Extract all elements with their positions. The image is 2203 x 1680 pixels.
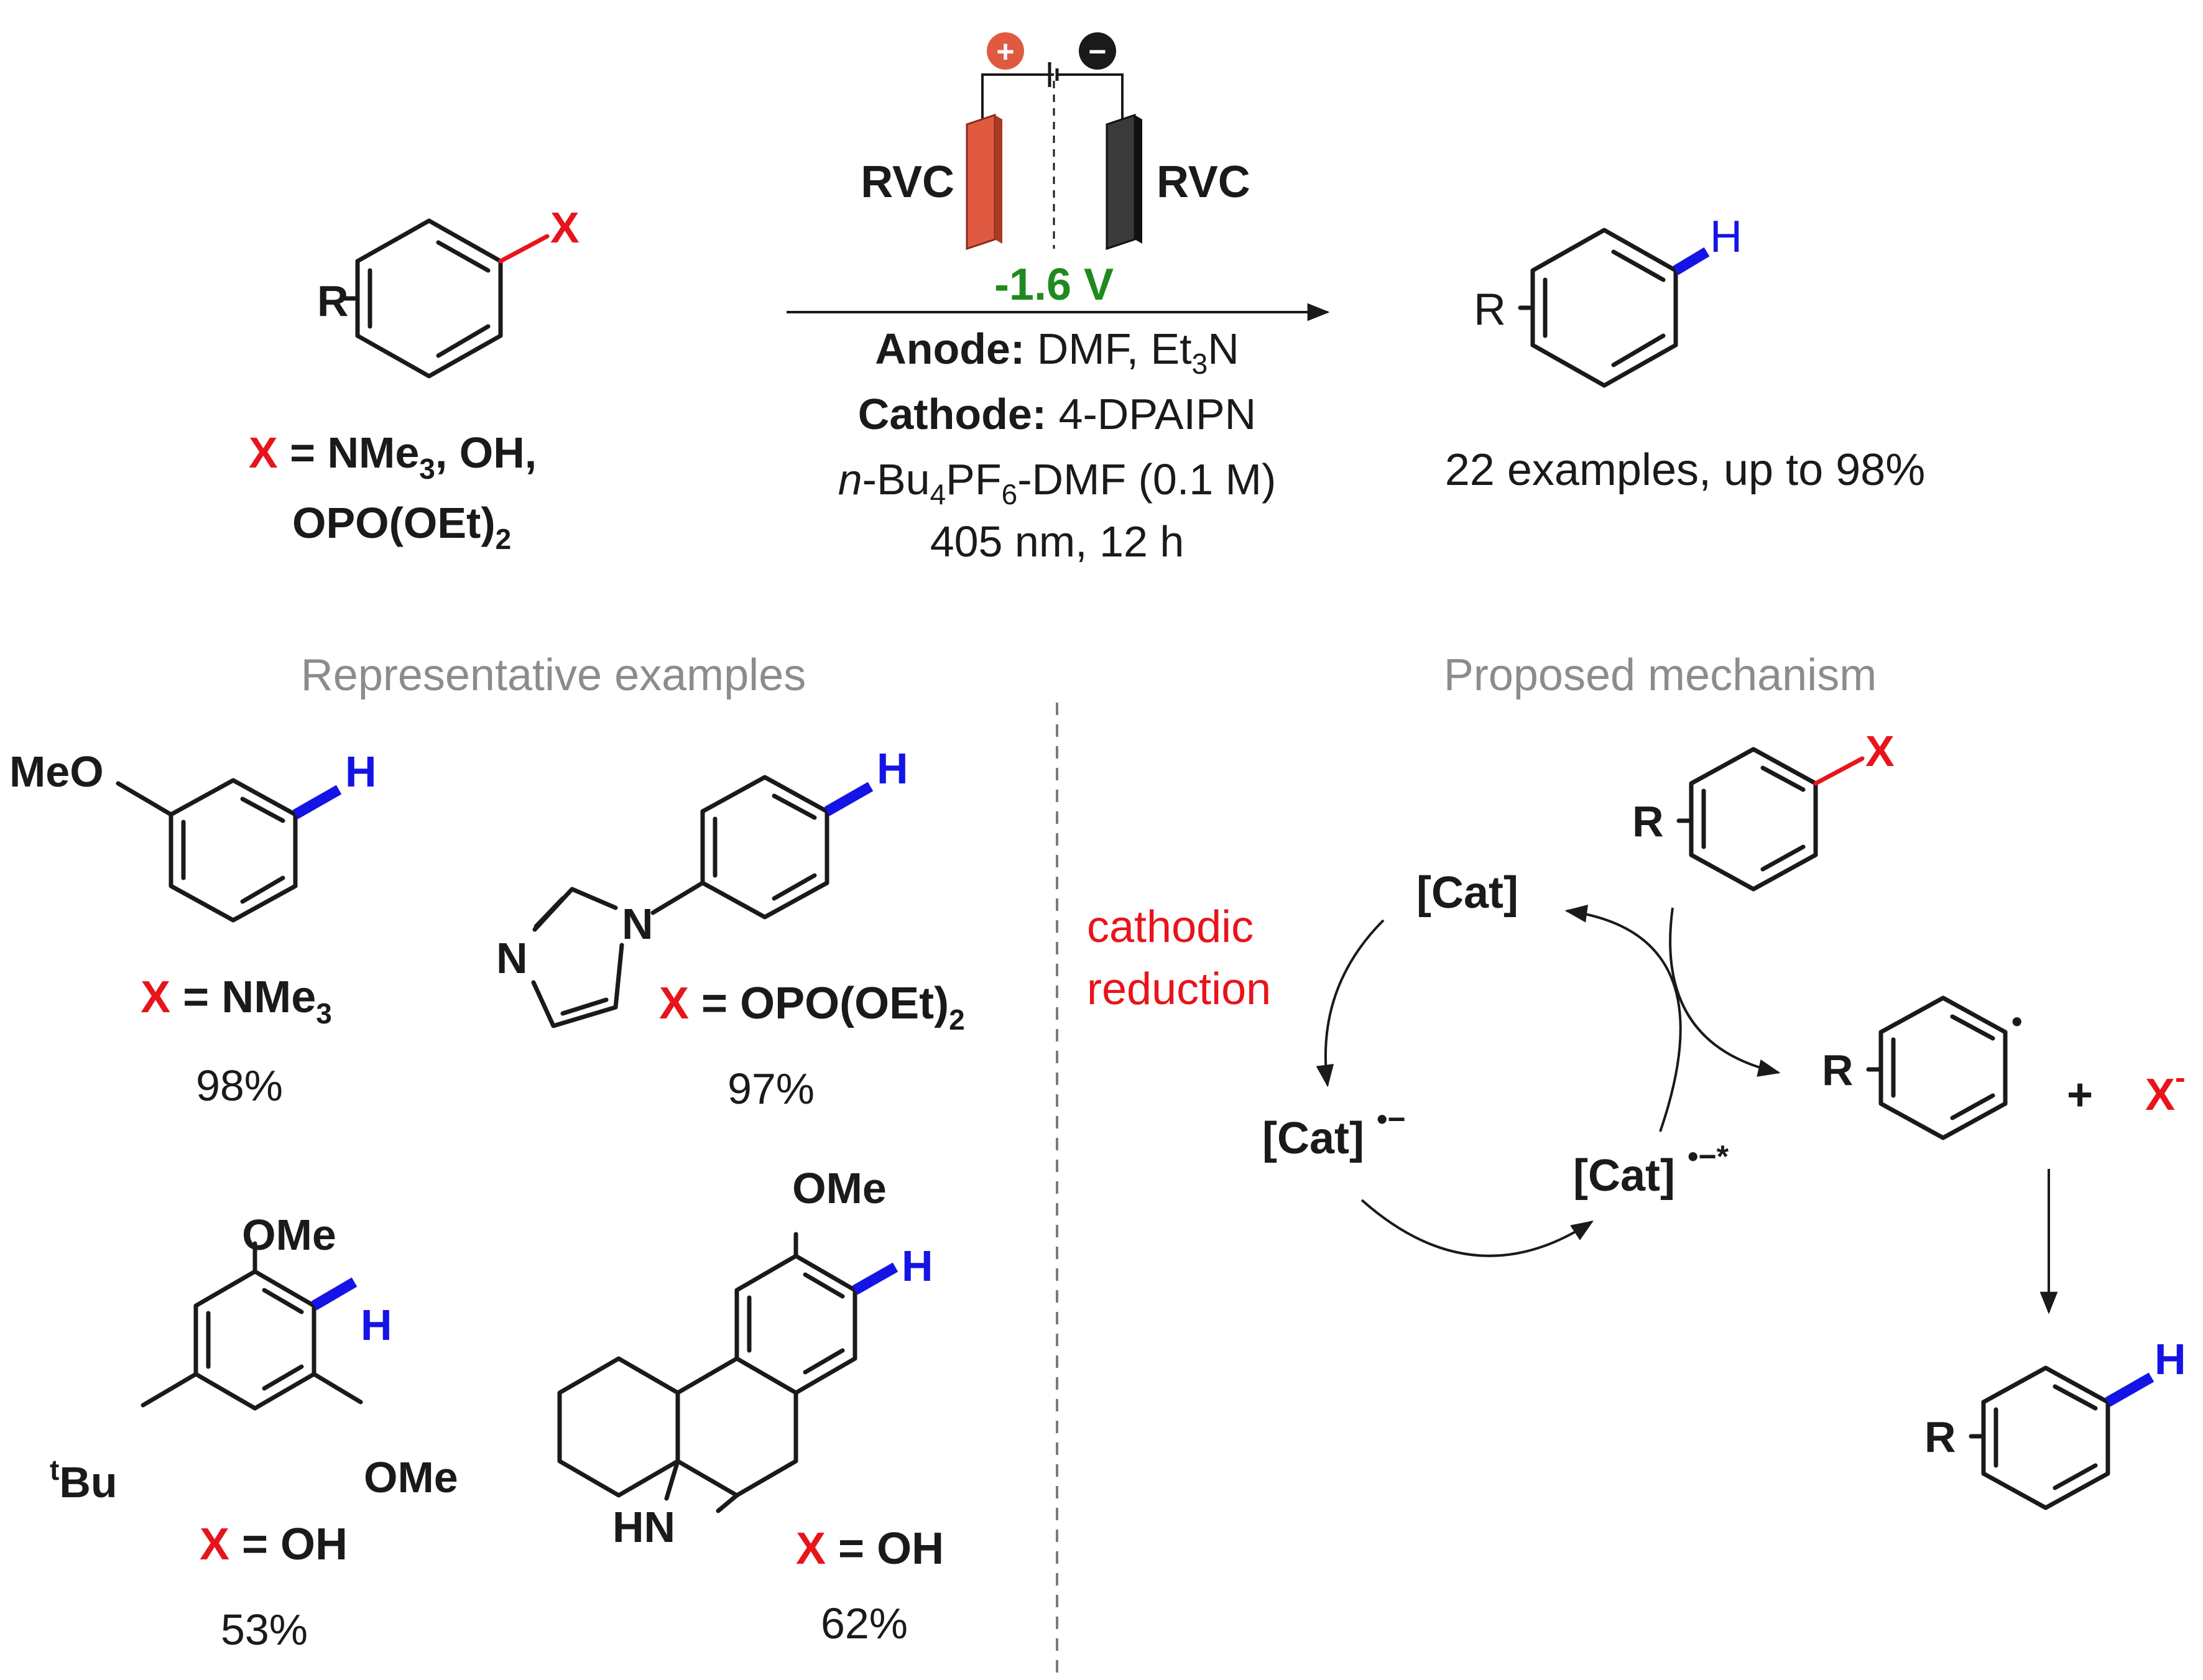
svg-text:N: N (496, 934, 528, 982)
example-4-yield: 62% (821, 1599, 908, 1648)
svg-text:Cathode: 4-DPAIPN: Cathode: 4-DPAIPN (858, 390, 1256, 438)
svg-text:tBu: tBu (50, 1454, 118, 1507)
svg-text:•: • (2011, 1004, 2023, 1039)
svg-text:OMe: OMe (792, 1164, 887, 1212)
reactant-benzene-ring (355, 218, 503, 379)
svg-text:X = OH: X = OH (200, 1520, 348, 1569)
svg-text:OPO(OEt)2: OPO(OEt)2 (292, 499, 511, 555)
mechanism-product: R H (1924, 1335, 2186, 1510)
substrate-reduction-arrow (1669, 907, 1781, 1077)
reaction-conditions: Anode: DMF, Et3N Cathode: 4-DPAIPN n-Bu4… (838, 325, 1277, 566)
svg-text:Anode: DMF, Et3N: Anode: DMF, Et3N (875, 325, 1239, 380)
example-3-yield: 53% (221, 1605, 308, 1654)
cycle-arrow-reduction (1316, 919, 1385, 1087)
mechanism-plus: + (2067, 1070, 2093, 1120)
example-1-yield: 98% (196, 1061, 283, 1110)
example-2-yield: 97% (727, 1064, 815, 1113)
svg-text:X = NMe3: X = NMe3 (141, 972, 332, 1030)
x-definition: X = NMe3, OH, OPO(OEt)2 (249, 428, 537, 555)
mechanism-catalyst-excited: [Cat]•−* (1573, 1139, 1729, 1201)
anode-material-label: RVC (861, 157, 954, 207)
svg-text:X = NMe3, OH,: X = NMe3, OH, (249, 428, 537, 485)
reactant-aryl-x: R X (317, 203, 580, 379)
svg-text:R: R (1822, 1046, 1854, 1094)
svg-text:H: H (902, 1242, 933, 1290)
cycle-arrow-regeneration (1564, 905, 1682, 1132)
svg-text:X = OPO(OEt)2: X = OPO(OEt)2 (659, 979, 965, 1036)
mechanism-section-title: Proposed mechanism (1444, 650, 1877, 700)
svg-text:n-Bu4PF6-DMF (0.1 M): n-Bu4PF6-DMF (0.1 M) (838, 455, 1277, 510)
reactant-r-label: R (317, 277, 349, 325)
example-3-tbu-dimethoxybenzene: OMe H OMe tBu X = OH 53% (50, 1211, 458, 1654)
scope-summary: 22 examples, up to 98% (1445, 445, 1926, 495)
cathodic-reduction-label: cathodic (1087, 902, 1254, 952)
product-arene: R H (1474, 212, 1742, 388)
svg-text:H: H (2155, 1335, 2186, 1383)
plus-terminal-icon: + (987, 32, 1024, 70)
cycle-arrow-excitation (1360, 1199, 1594, 1257)
reactant-c-x-bond (498, 234, 550, 264)
svg-text:X = OH: X = OH (796, 1524, 944, 1574)
example-2-phenylimidazole: H N N X = OPO(OEt)2 97% (496, 744, 965, 1113)
svg-text:N: N (622, 900, 654, 948)
electrochemical-cell: + − RVC RVC -1.6 V (861, 32, 1250, 310)
svg-text:OMe: OMe (242, 1211, 336, 1259)
product-benzene-ring (1530, 228, 1678, 388)
svg-text:−: − (1088, 34, 1106, 69)
svg-text:HN: HN (612, 1503, 675, 1551)
svg-text:X: X (1865, 727, 1895, 775)
reactant-x-label: X (550, 203, 580, 252)
svg-text:R: R (1632, 797, 1664, 846)
svg-text:MeO: MeO (9, 747, 104, 796)
cathode-electrode (1106, 113, 1142, 251)
cathodic-reduction-label-line2: reduction (1087, 964, 1271, 1014)
svg-text:R: R (1924, 1413, 1956, 1461)
cathode-material-label: RVC (1157, 157, 1250, 207)
example-1-anisole: MeO H X = NMe3 98% (9, 747, 377, 1110)
anode-electrode (966, 113, 1002, 251)
svg-text:OMe: OMe (364, 1453, 458, 1502)
mechanism-catalyst-radical-anion: [Cat]•− (1262, 1102, 1406, 1163)
svg-text:H: H (361, 1301, 392, 1349)
product-r-label: R (1474, 285, 1506, 335)
svg-text:H: H (345, 747, 377, 796)
applied-potential: -1.6 V (994, 260, 1114, 310)
svg-text:H: H (877, 744, 908, 793)
example-4-spiro-isoquinoline: OMe H HN X = OH 62% (557, 1164, 944, 1648)
mechanism-leaving-anion: X- (2145, 1060, 2186, 1120)
minus-terminal-icon: − (1079, 32, 1116, 70)
mechanism-substrate: R X (1632, 727, 1895, 892)
svg-text:405 nm, 12 h: 405 nm, 12 h (930, 517, 1185, 566)
mechanism-aryl-radical: R • (1822, 995, 2023, 1140)
mechanism-catalyst: [Cat] (1416, 868, 1518, 918)
product-h-label: H (1710, 212, 1742, 262)
svg-text:+: + (996, 34, 1014, 69)
product-c-h-bond (1673, 247, 1710, 275)
examples-section-title: Representative examples (301, 650, 806, 700)
